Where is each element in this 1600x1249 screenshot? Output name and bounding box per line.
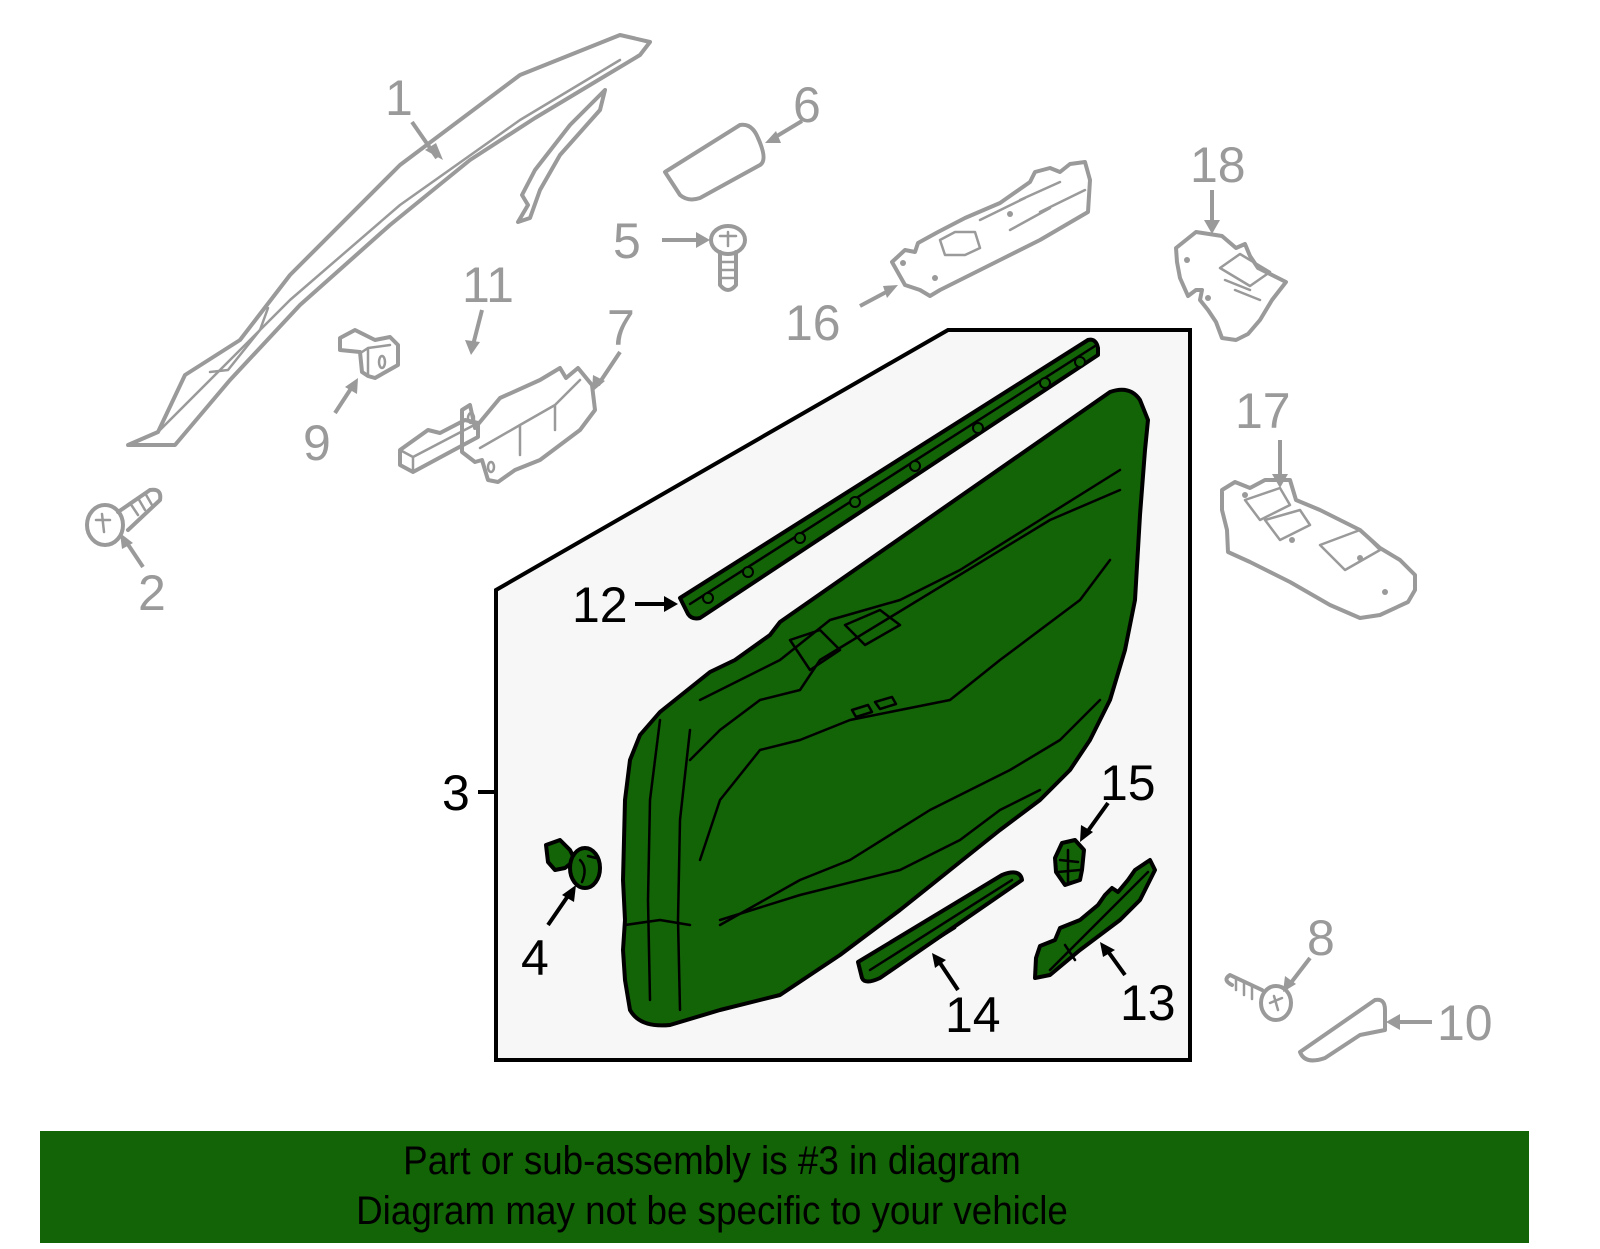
callout-11-arrow xyxy=(471,309,484,346)
banner-disclaimer: Diagram may not be specific to your vehi… xyxy=(356,1189,1068,1233)
part-15-clip[interactable] xyxy=(1053,838,1086,887)
part-5-screw[interactable] xyxy=(709,224,747,292)
arrowhead xyxy=(465,340,480,355)
banner-part-note: Part or sub-assembly is #3 in diagram xyxy=(403,1139,1021,1183)
callout-3: 3 xyxy=(442,765,470,821)
callout-4-arrow xyxy=(546,891,572,927)
callout-18: 18 xyxy=(1190,137,1246,193)
callout-14: 14 xyxy=(945,987,1001,1043)
callout-1: 1 xyxy=(385,70,413,126)
arrowhead xyxy=(1386,1014,1400,1030)
callout-8: 8 xyxy=(1307,910,1335,966)
callout-15: 15 xyxy=(1100,755,1156,811)
callout-4: 4 xyxy=(521,930,549,986)
callout-11: 11 xyxy=(462,257,514,313)
callout-2: 2 xyxy=(138,565,166,621)
arrowhead xyxy=(1204,220,1220,234)
callout-10: 10 xyxy=(1437,995,1493,1051)
arrowhead xyxy=(765,131,781,143)
callout-17: 17 xyxy=(1235,383,1291,439)
part-10-cover[interactable] xyxy=(1298,997,1387,1063)
part-3-door-trim-panel[interactable] xyxy=(621,387,1150,1028)
info-banner: Part or sub-assembly is #3 in diagram Di… xyxy=(40,1131,1529,1243)
part-8-screw[interactable] xyxy=(1224,973,1293,1022)
part-11-pad[interactable] xyxy=(398,418,480,474)
part-12-beltline-weatherstrip[interactable] xyxy=(678,337,1100,621)
part-17-power-window-switch[interactable] xyxy=(1220,478,1417,620)
callout-13: 13 xyxy=(1120,975,1176,1031)
callout-12: 12 xyxy=(572,577,628,633)
callout-13-arrow xyxy=(1105,948,1127,977)
part-9-clip[interactable] xyxy=(338,328,400,380)
part-13-lower-trim[interactable] xyxy=(1033,858,1157,980)
part-2-screw[interactable] xyxy=(85,487,163,547)
callout-14-arrow xyxy=(936,958,960,992)
part-4-push-clip[interactable] xyxy=(544,838,602,890)
arrowhead xyxy=(932,953,946,968)
arrowhead xyxy=(1272,474,1288,488)
arrowhead xyxy=(1080,825,1093,842)
part-1-glass-run-channel[interactable] xyxy=(126,33,652,447)
arrowhead xyxy=(120,533,133,549)
callout-16: 16 xyxy=(785,295,841,351)
arrowhead xyxy=(592,375,605,392)
callout-5: 5 xyxy=(613,213,641,269)
part-16-switch-bezel[interactable] xyxy=(890,160,1092,298)
arrowhead xyxy=(1283,976,1296,992)
arrowhead xyxy=(562,885,576,902)
part-6-cover-cap[interactable] xyxy=(663,122,766,202)
arrowhead xyxy=(696,232,710,248)
part-7-inside-handle[interactable] xyxy=(460,366,597,484)
part-18-bracket[interactable] xyxy=(1174,230,1288,342)
callout-9-arrow xyxy=(333,385,354,415)
callout-8-arrow xyxy=(1288,956,1312,986)
arrowhead xyxy=(425,143,443,160)
callout-7: 7 xyxy=(607,300,635,356)
arrowhead xyxy=(664,596,678,612)
callout-16-arrow xyxy=(859,288,891,308)
arrowhead xyxy=(1100,942,1115,957)
arrowhead xyxy=(883,285,898,298)
arrowhead xyxy=(345,378,358,394)
callout-9: 9 xyxy=(303,415,331,471)
part-14-garnish-strip[interactable] xyxy=(856,870,1024,984)
